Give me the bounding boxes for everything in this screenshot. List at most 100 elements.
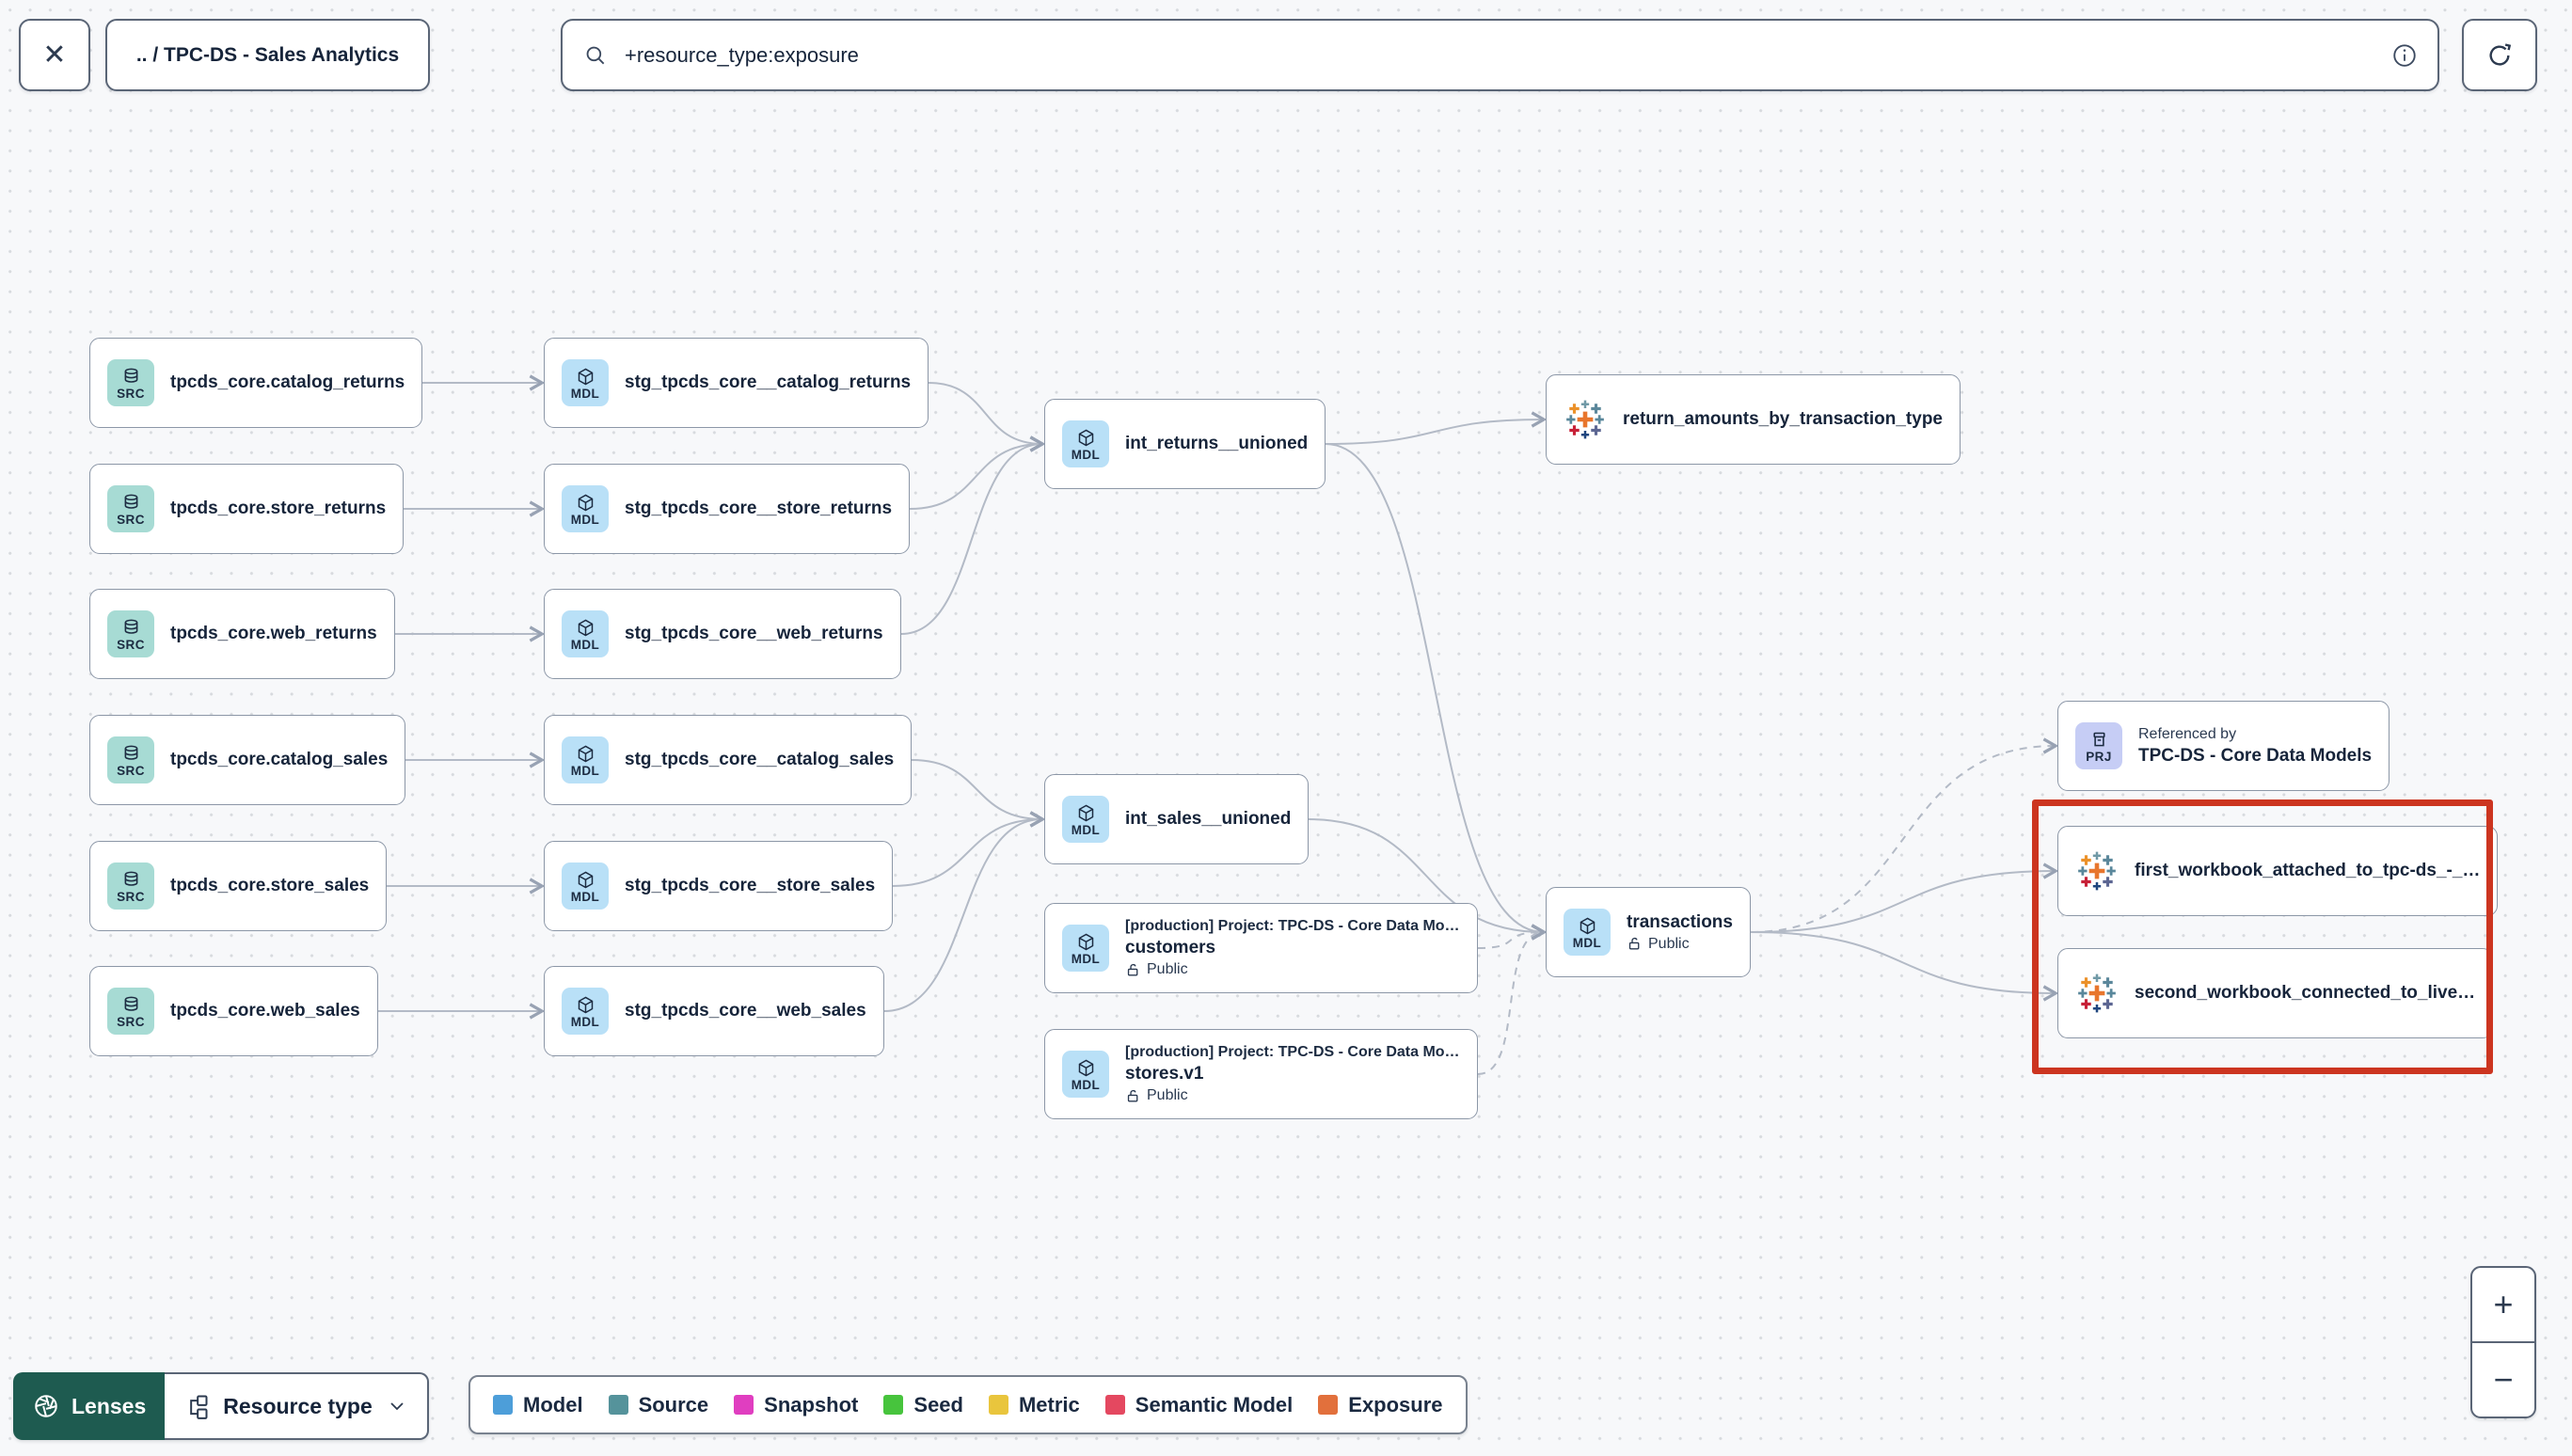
breadcrumb[interactable]: .. / TPC-DS - Sales Analytics <box>105 19 430 91</box>
node-lines: int_returns__unioned <box>1125 434 1308 454</box>
graph-node-first_workbook[interactable]: first_workbook_attached_to_tpc-ds_-_… <box>2057 826 2499 916</box>
tableau-icon <box>1566 400 1604 439</box>
legend-color-chip <box>734 1395 754 1415</box>
cube-icon <box>578 871 593 888</box>
lineage-edge <box>909 435 1046 510</box>
legend-item: Model <box>493 1393 583 1417</box>
public-access-label: Public <box>1125 1087 1460 1104</box>
lineage-edge <box>883 811 1046 1012</box>
aperture-icon <box>32 1392 60 1420</box>
node-lines: tpcds_core.store_sales <box>170 876 369 896</box>
public-lock-icon <box>1127 963 1138 975</box>
node-lines: stg_tpcds_core__web_returns <box>625 624 883 644</box>
graph-node-second_workbook[interactable]: second_workbook_connected_to_live… <box>2057 948 2494 1038</box>
cube-icon <box>578 368 593 385</box>
resource-badge: MDL <box>562 863 609 910</box>
graph-node-src_catalog_returns[interactable]: SRC tpcds_core.catalog_returns <box>89 338 423 428</box>
graph-node-stg_web_sales[interactable]: MDL stg_tpcds_core__web_sales <box>544 966 884 1056</box>
node-lines: second_workbook_connected_to_live… <box>2135 983 2475 1004</box>
badge-label: MDL <box>1071 822 1101 837</box>
resource-badge: MDL <box>562 988 609 1035</box>
legend-item: Metric <box>988 1392 1080 1417</box>
refresh-button[interactable] <box>2462 19 2537 91</box>
resource-badge: MDL <box>1564 909 1611 956</box>
resource-badge: MDL <box>562 485 609 532</box>
resource-badge: MDL <box>562 359 609 406</box>
node-title: tpcds_core.store_returns <box>170 499 387 518</box>
node-subtitle: [production] Project: TPC-DS - Core Data… <box>1125 1044 1460 1060</box>
exposure-icon-wrap <box>1564 398 1607 441</box>
node-title: stg_tpcds_core__web_sales <box>625 1001 866 1021</box>
node-lines: int_sales__unioned <box>1125 809 1291 830</box>
resource-badge: MDL <box>1062 796 1109 843</box>
graph-node-stg_catalog_returns[interactable]: MDL stg_tpcds_core__catalog_returns <box>544 338 929 428</box>
legend-item: Source <box>608 1393 708 1417</box>
legend-label: Seed <box>913 1392 963 1416</box>
resource-badge: SRC <box>107 988 154 1035</box>
project-icon <box>2092 732 2105 746</box>
badge-label: MDL <box>1071 1077 1101 1092</box>
lineage-edge <box>892 811 1046 887</box>
lineage-edge <box>1750 737 2059 933</box>
breadcrumb-label: .. / TPC-DS - Sales Analytics <box>135 43 400 66</box>
badge-label: MDL <box>570 637 600 652</box>
lineage-edge <box>1477 924 1548 949</box>
graph-node-return_amounts[interactable]: return_amounts_by_transaction_type <box>1546 374 1961 465</box>
node-title: second_workbook_connected_to_live… <box>2135 983 2476 1003</box>
legend-color-chip <box>1104 1395 1125 1415</box>
node-lines: tpcds_core.catalog_sales <box>170 750 388 770</box>
legend-label: Metric <box>1018 1392 1080 1416</box>
legend-label: Exposure <box>1348 1392 1443 1416</box>
database-icon <box>124 494 137 509</box>
node-subtitle: [production] Project: TPC-DS - Core Data… <box>1125 918 1460 934</box>
zoom-out-button[interactable]: − <box>2493 1360 2514 1399</box>
info-icon[interactable] <box>2390 41 2419 70</box>
search-bar[interactable] <box>561 19 2439 91</box>
public-access-label: Public <box>1125 961 1460 978</box>
legend-color-chip <box>493 1395 513 1415</box>
badge-label: PRJ <box>2086 749 2112 764</box>
resource-badge: MDL <box>562 610 609 657</box>
graph-node-stores_v1[interactable]: MDL [production] Project: TPC-DS - Core D… <box>1044 1029 1478 1119</box>
node-lines: stg_tpcds_core__catalog_returns <box>625 372 911 393</box>
database-icon <box>124 619 137 634</box>
lenses-button[interactable]: Lenses <box>13 1372 166 1440</box>
refresh-icon <box>2485 40 2515 71</box>
graph-node-customers[interactable]: MDL [production] Project: TPC-DS - Core D… <box>1044 903 1478 993</box>
node-title: int_sales__unioned <box>1125 809 1292 829</box>
resource-badge: MDL <box>1062 925 1109 972</box>
badge-label: MDL <box>570 889 600 904</box>
tableau-icon <box>2078 973 2116 1013</box>
node-lines: stg_tpcds_core__web_sales <box>625 1001 866 1021</box>
badge-label: MDL <box>1572 935 1602 950</box>
legend-color-chip <box>988 1395 1008 1415</box>
legend-label: Model <box>523 1392 583 1416</box>
cube-icon <box>578 745 593 762</box>
database-icon <box>124 745 137 760</box>
search-input[interactable] <box>623 41 2390 69</box>
badge-label: SRC <box>117 386 145 401</box>
graph-node-int_sales_unioned[interactable]: MDL int_sales__unioned <box>1044 774 1310 864</box>
node-lines: tpcds_core.web_returns <box>170 624 377 644</box>
public-lock-icon <box>1127 1089 1138 1101</box>
zoom-in-button[interactable]: + <box>2472 1268 2534 1343</box>
cube-icon <box>1580 917 1595 934</box>
graph-node-stg_web_returns[interactable]: MDL stg_tpcds_core__web_returns <box>544 589 901 679</box>
close-button[interactable]: ✕ <box>19 19 90 91</box>
resource-type-button[interactable]: Resource type <box>165 1372 429 1440</box>
node-lines: tpcds_core.catalog_returns <box>170 372 405 393</box>
